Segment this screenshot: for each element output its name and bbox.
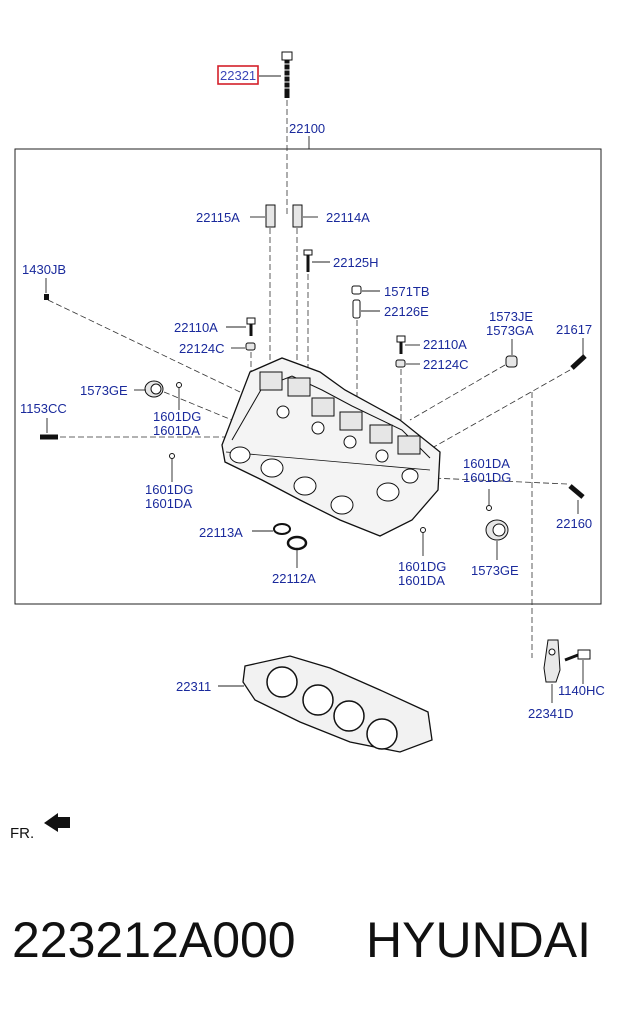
label-1573je[interactable]: 1573JE — [489, 309, 533, 324]
cap-1573ge-left[interactable] — [144, 380, 164, 398]
washer-22124c-right[interactable] — [395, 359, 406, 368]
plug-1573je[interactable] — [505, 355, 518, 368]
brand-name: HYUNDAI — [366, 912, 592, 968]
label-1573ga[interactable]: 1573GA — [486, 323, 534, 338]
valve-guide-22115a[interactable] — [265, 204, 276, 228]
label-22124c-right[interactable]: 22124C — [423, 357, 469, 372]
label-22110a-left[interactable]: 22110A — [174, 320, 218, 335]
assembly-frame — [14, 148, 602, 605]
bolt-22125h[interactable] — [303, 249, 313, 272]
plug-1571tb[interactable] — [351, 285, 362, 295]
label-22321[interactable]: 22321 — [220, 68, 256, 83]
label-22112a[interactable]: 22112A — [272, 571, 316, 586]
label-22114a[interactable]: 22114A — [326, 210, 370, 225]
label-1571tb[interactable]: 1571TB — [384, 284, 430, 299]
part-number: 223212A000 — [12, 912, 296, 968]
label-1573ge-right[interactable]: 1573GE — [471, 563, 519, 578]
label-1153cc[interactable]: 1153CC — [20, 401, 67, 416]
stud-22160[interactable] — [568, 484, 585, 499]
dowel-dot-b[interactable] — [169, 453, 175, 459]
label-22113a[interactable]: 22113A — [199, 525, 243, 540]
label-1430jb[interactable]: 1430JB — [22, 262, 66, 277]
head-gasket-22311[interactable] — [242, 655, 433, 753]
head-bolt-22321[interactable] — [281, 51, 293, 98]
label-22115a[interactable]: 22115A — [196, 210, 240, 225]
bracket-22341d[interactable] — [543, 639, 561, 683]
dowel-dot-c[interactable] — [486, 505, 492, 511]
label-1601da-d[interactable]: 1601DA — [398, 573, 445, 588]
label-1601dg-a[interactable]: 1601DG — [153, 409, 201, 424]
label-22341d[interactable]: 22341D — [528, 706, 574, 721]
bolt-22110a-right[interactable] — [396, 335, 406, 354]
label-1140hc[interactable]: 1140HC — [558, 683, 605, 698]
label-21617[interactable]: 21617 — [556, 322, 592, 337]
cap-1573ge-right[interactable] — [485, 519, 509, 541]
label-1601dg-b[interactable]: 1601DG — [463, 470, 511, 485]
bolt-1140hc[interactable] — [564, 649, 591, 662]
label-22311[interactable]: 22311 — [176, 679, 211, 694]
label-22126e[interactable]: 22126E — [384, 304, 429, 319]
label-22110a-right[interactable]: 22110A — [423, 337, 467, 352]
label-1601dg-d[interactable]: 1601DG — [398, 559, 446, 574]
front-arrow-icon — [44, 813, 70, 832]
seal-22112a[interactable] — [286, 535, 308, 551]
label-1573ge-left[interactable]: 1573GE — [80, 383, 128, 398]
valve-guide-22114a[interactable] — [292, 204, 303, 228]
pin-1430jb[interactable] — [44, 294, 49, 300]
bolt-22110a-left[interactable] — [246, 317, 256, 336]
label-1601da-a[interactable]: 1601DA — [153, 423, 200, 438]
label-1601da-c[interactable]: 1601DA — [145, 496, 192, 511]
label-22124c-left[interactable]: 22124C — [179, 341, 225, 356]
seal-22113a[interactable] — [273, 523, 291, 535]
highlight-box — [217, 65, 259, 85]
label-22125h[interactable]: 22125H — [333, 255, 379, 270]
dowel-22126e[interactable] — [352, 299, 361, 319]
label-22100[interactable]: 22100 — [289, 121, 325, 136]
cylinder-head-22100[interactable] — [221, 357, 441, 537]
label-22160[interactable]: 22160 — [556, 516, 592, 531]
dowel-dot-d[interactable] — [420, 527, 426, 533]
dowel-dot-a[interactable] — [176, 382, 182, 388]
stud-21617[interactable] — [570, 354, 587, 370]
front-direction-label: FR. — [10, 825, 35, 842]
label-1601dg-c[interactable]: 1601DG — [145, 482, 193, 497]
washer-22124c-left[interactable] — [245, 342, 256, 351]
label-1601da-b[interactable]: 1601DA — [463, 456, 510, 471]
